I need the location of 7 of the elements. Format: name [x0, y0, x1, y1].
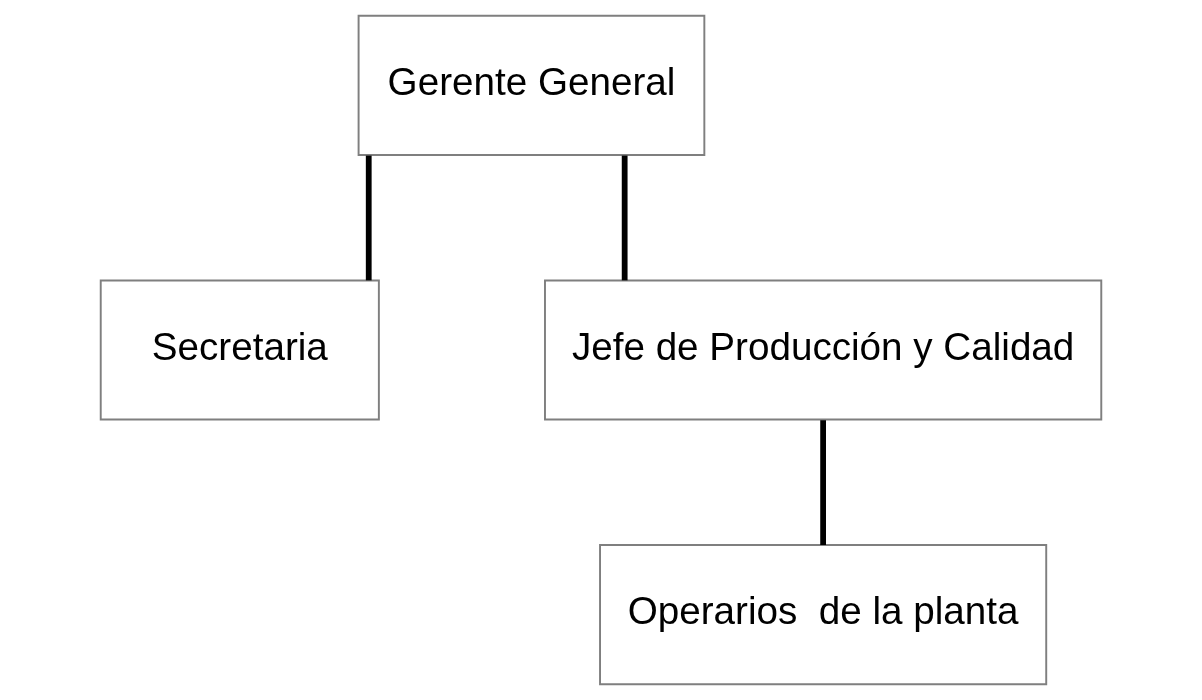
node-box: Gerente General: [357, 14, 706, 156]
connector: [621, 155, 628, 281]
connector: [820, 420, 827, 545]
connector: [365, 155, 372, 281]
node-box: Jefe de Producción y Calidad: [544, 279, 1103, 421]
node-box: Secretaria: [99, 279, 380, 421]
node-box: Operarios de la planta: [599, 544, 1048, 686]
